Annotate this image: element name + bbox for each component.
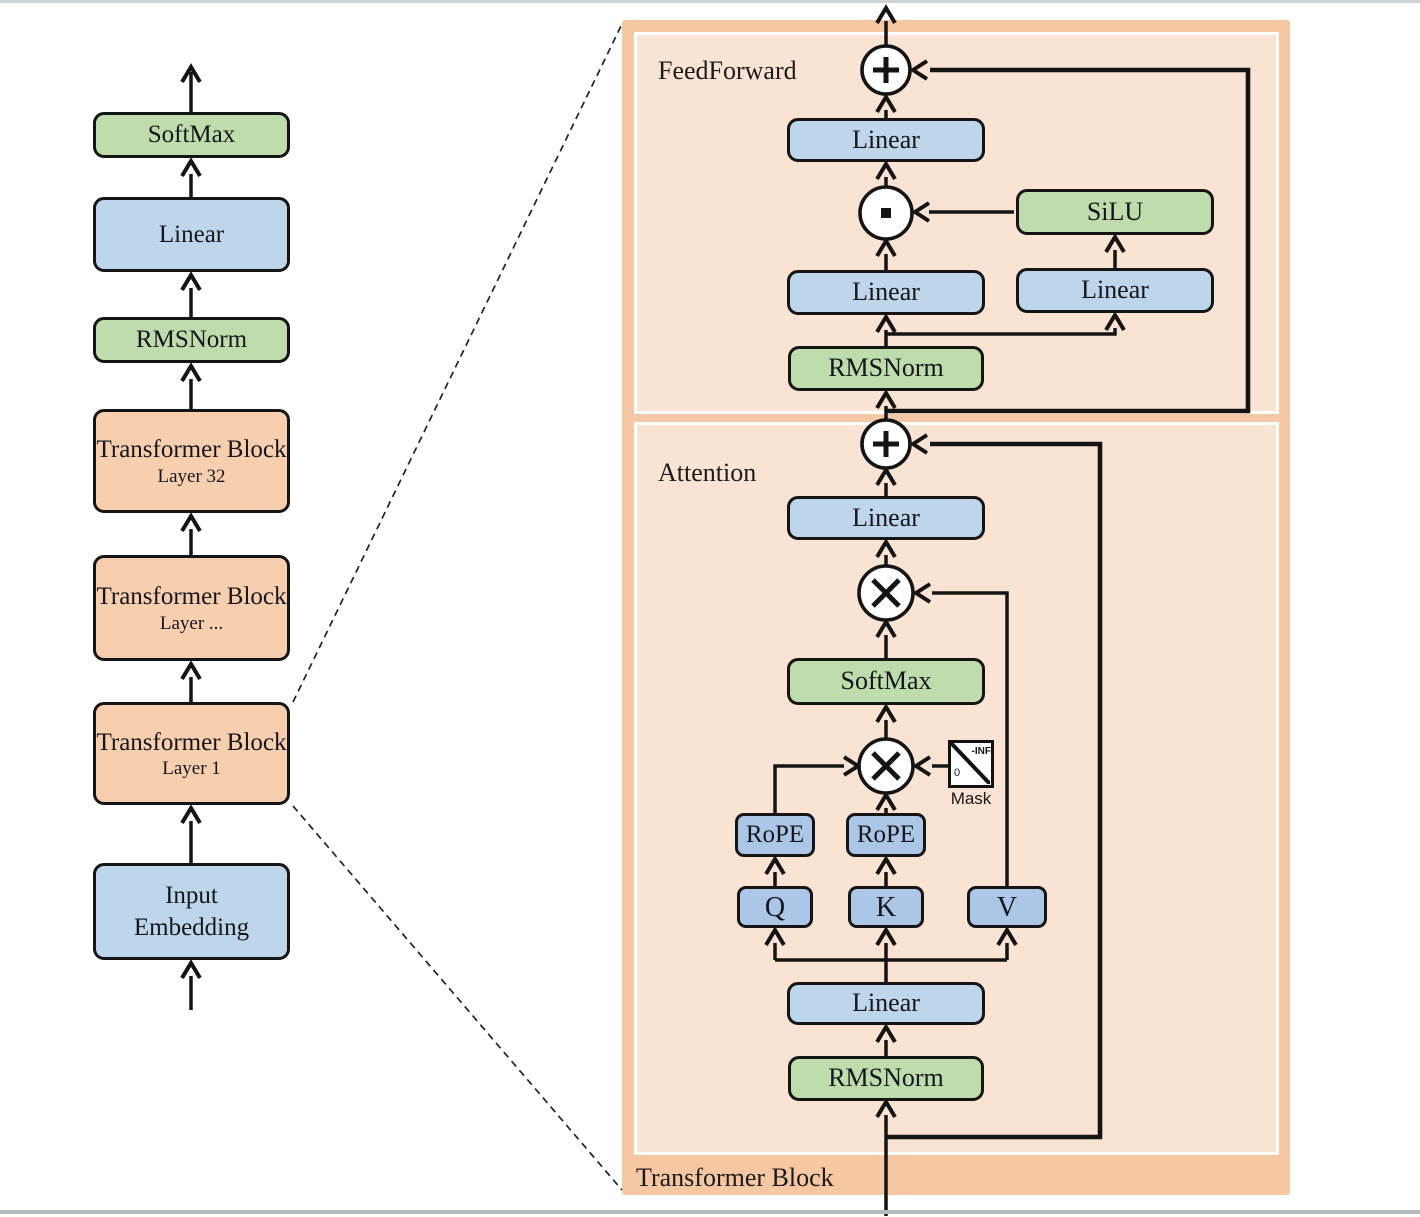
ff-linear-out-block: Linear — [787, 118, 985, 162]
transformer-block-panel-title: Transformer Block — [636, 1163, 834, 1192]
input-embedding-block: Input Embedding — [93, 863, 290, 960]
ff-rmsnorm-block: RMSNorm — [788, 346, 984, 391]
attention-residual-line — [886, 433, 1103, 1140]
left-rmsnorm-block: RMSNorm — [93, 317, 290, 363]
attention-add-icon — [860, 418, 912, 470]
ff-add-icon — [860, 44, 912, 96]
ff-silu-block: SiLU — [1016, 189, 1214, 235]
ff-elementwise-multiply-icon — [858, 185, 914, 241]
attention-qk-matmul-icon — [857, 737, 915, 795]
attention-section-panel — [634, 422, 1279, 1155]
ff-linear-up-block: Linear — [1016, 268, 1214, 313]
attention-label: Attention — [658, 458, 757, 487]
attention-av-matmul-icon — [857, 564, 915, 622]
q-block: Q — [737, 886, 813, 928]
mask-neg-inf: -INF — [971, 746, 991, 757]
left-softmax-block: SoftMax — [93, 112, 290, 158]
rope-q-block: RoPE — [735, 813, 815, 857]
k-block: K — [848, 886, 924, 928]
window-top-border — [0, 0, 1420, 3]
attention-arrows — [764, 466, 1018, 1216]
v-block: V — [967, 886, 1047, 928]
left-linear-block: Linear — [93, 197, 290, 272]
mask-icon: -INF 0 — [948, 740, 994, 788]
feedforward-label: FeedForward — [658, 56, 797, 85]
left-column-arrows — [180, 63, 202, 1010]
feedforward-residual-line — [886, 59, 1251, 414]
ff-linear-gate-block: Linear — [787, 270, 985, 315]
window-bottom-border — [0, 1210, 1420, 1214]
rope-k-block: RoPE — [846, 813, 926, 857]
feedforward-arrows — [875, 4, 1126, 420]
mask-zero: 0 — [954, 767, 961, 779]
transformer-block-layer-1: Transformer Block Layer 1 — [93, 702, 290, 805]
attention-rmsnorm-block: RMSNorm — [788, 1056, 984, 1101]
mask-label: Mask — [950, 789, 992, 808]
mask-diagonal — [951, 743, 990, 784]
attention-linear-in-block: Linear — [787, 982, 985, 1025]
attention-linear-out-block: Linear — [787, 496, 985, 540]
attention-softmax-block: SoftMax — [787, 658, 985, 705]
transformer-block-layer-dots: Transformer Block Layer ... — [93, 555, 290, 661]
expansion-dashed-lines — [292, 23, 623, 1191]
transformer-block-layer-32: Transformer Block Layer 32 — [93, 409, 290, 513]
